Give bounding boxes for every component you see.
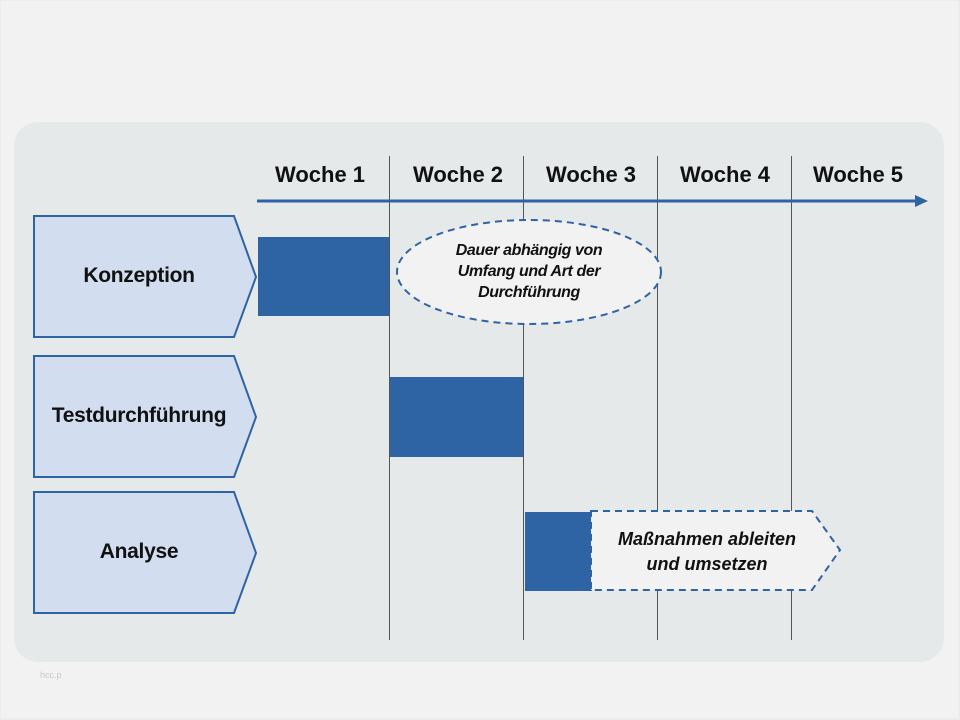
phase-testdurchfuehrung: Testdurchführung (33, 355, 259, 479)
week-label-1: Woche 1 (274, 162, 366, 187)
measures-line-1: Maßnahmen ableiten (617, 529, 797, 549)
measures-callout-text: Maßnahmen ableiten und umsetzen (596, 527, 818, 577)
timeline-arrow-head (915, 195, 928, 207)
measures-line-2: und umsetzen (646, 554, 768, 574)
week-label-4: Woche 4 (679, 162, 771, 187)
week-label-3: Woche 3 (545, 162, 637, 187)
phase-analyse: Analyse (33, 491, 259, 615)
duration-callout-text: Dauer abhängig von Umfang und Art der Du… (420, 240, 638, 303)
phase-label-testdurchfuehrung: Testdurchführung (51, 404, 227, 427)
duration-line-3: Durchführung (478, 284, 580, 301)
chevron-shape (33, 491, 258, 614)
duration-line-1: Dauer abhängig von (455, 242, 603, 259)
week-label-5: Woche 5 (812, 162, 904, 187)
phase-label-analyse: Analyse (99, 540, 179, 563)
week-label-2: Woche 2 (412, 162, 504, 187)
bar-analyse (525, 512, 592, 591)
measures-callout-arrow (590, 510, 842, 591)
phase-label-konzeption: Konzeption (83, 264, 195, 287)
phase-konzeption: Konzeption (33, 215, 259, 339)
duration-callout-ellipse (396, 219, 662, 325)
bar-testdurchfuehrung (390, 377, 523, 457)
duration-line-2: Umfang und Art der (457, 263, 601, 280)
bar-konzeption (258, 237, 389, 316)
chevron-shape (33, 355, 258, 478)
chevron-shape (33, 215, 258, 338)
footer-note: hcc.p (40, 670, 62, 680)
